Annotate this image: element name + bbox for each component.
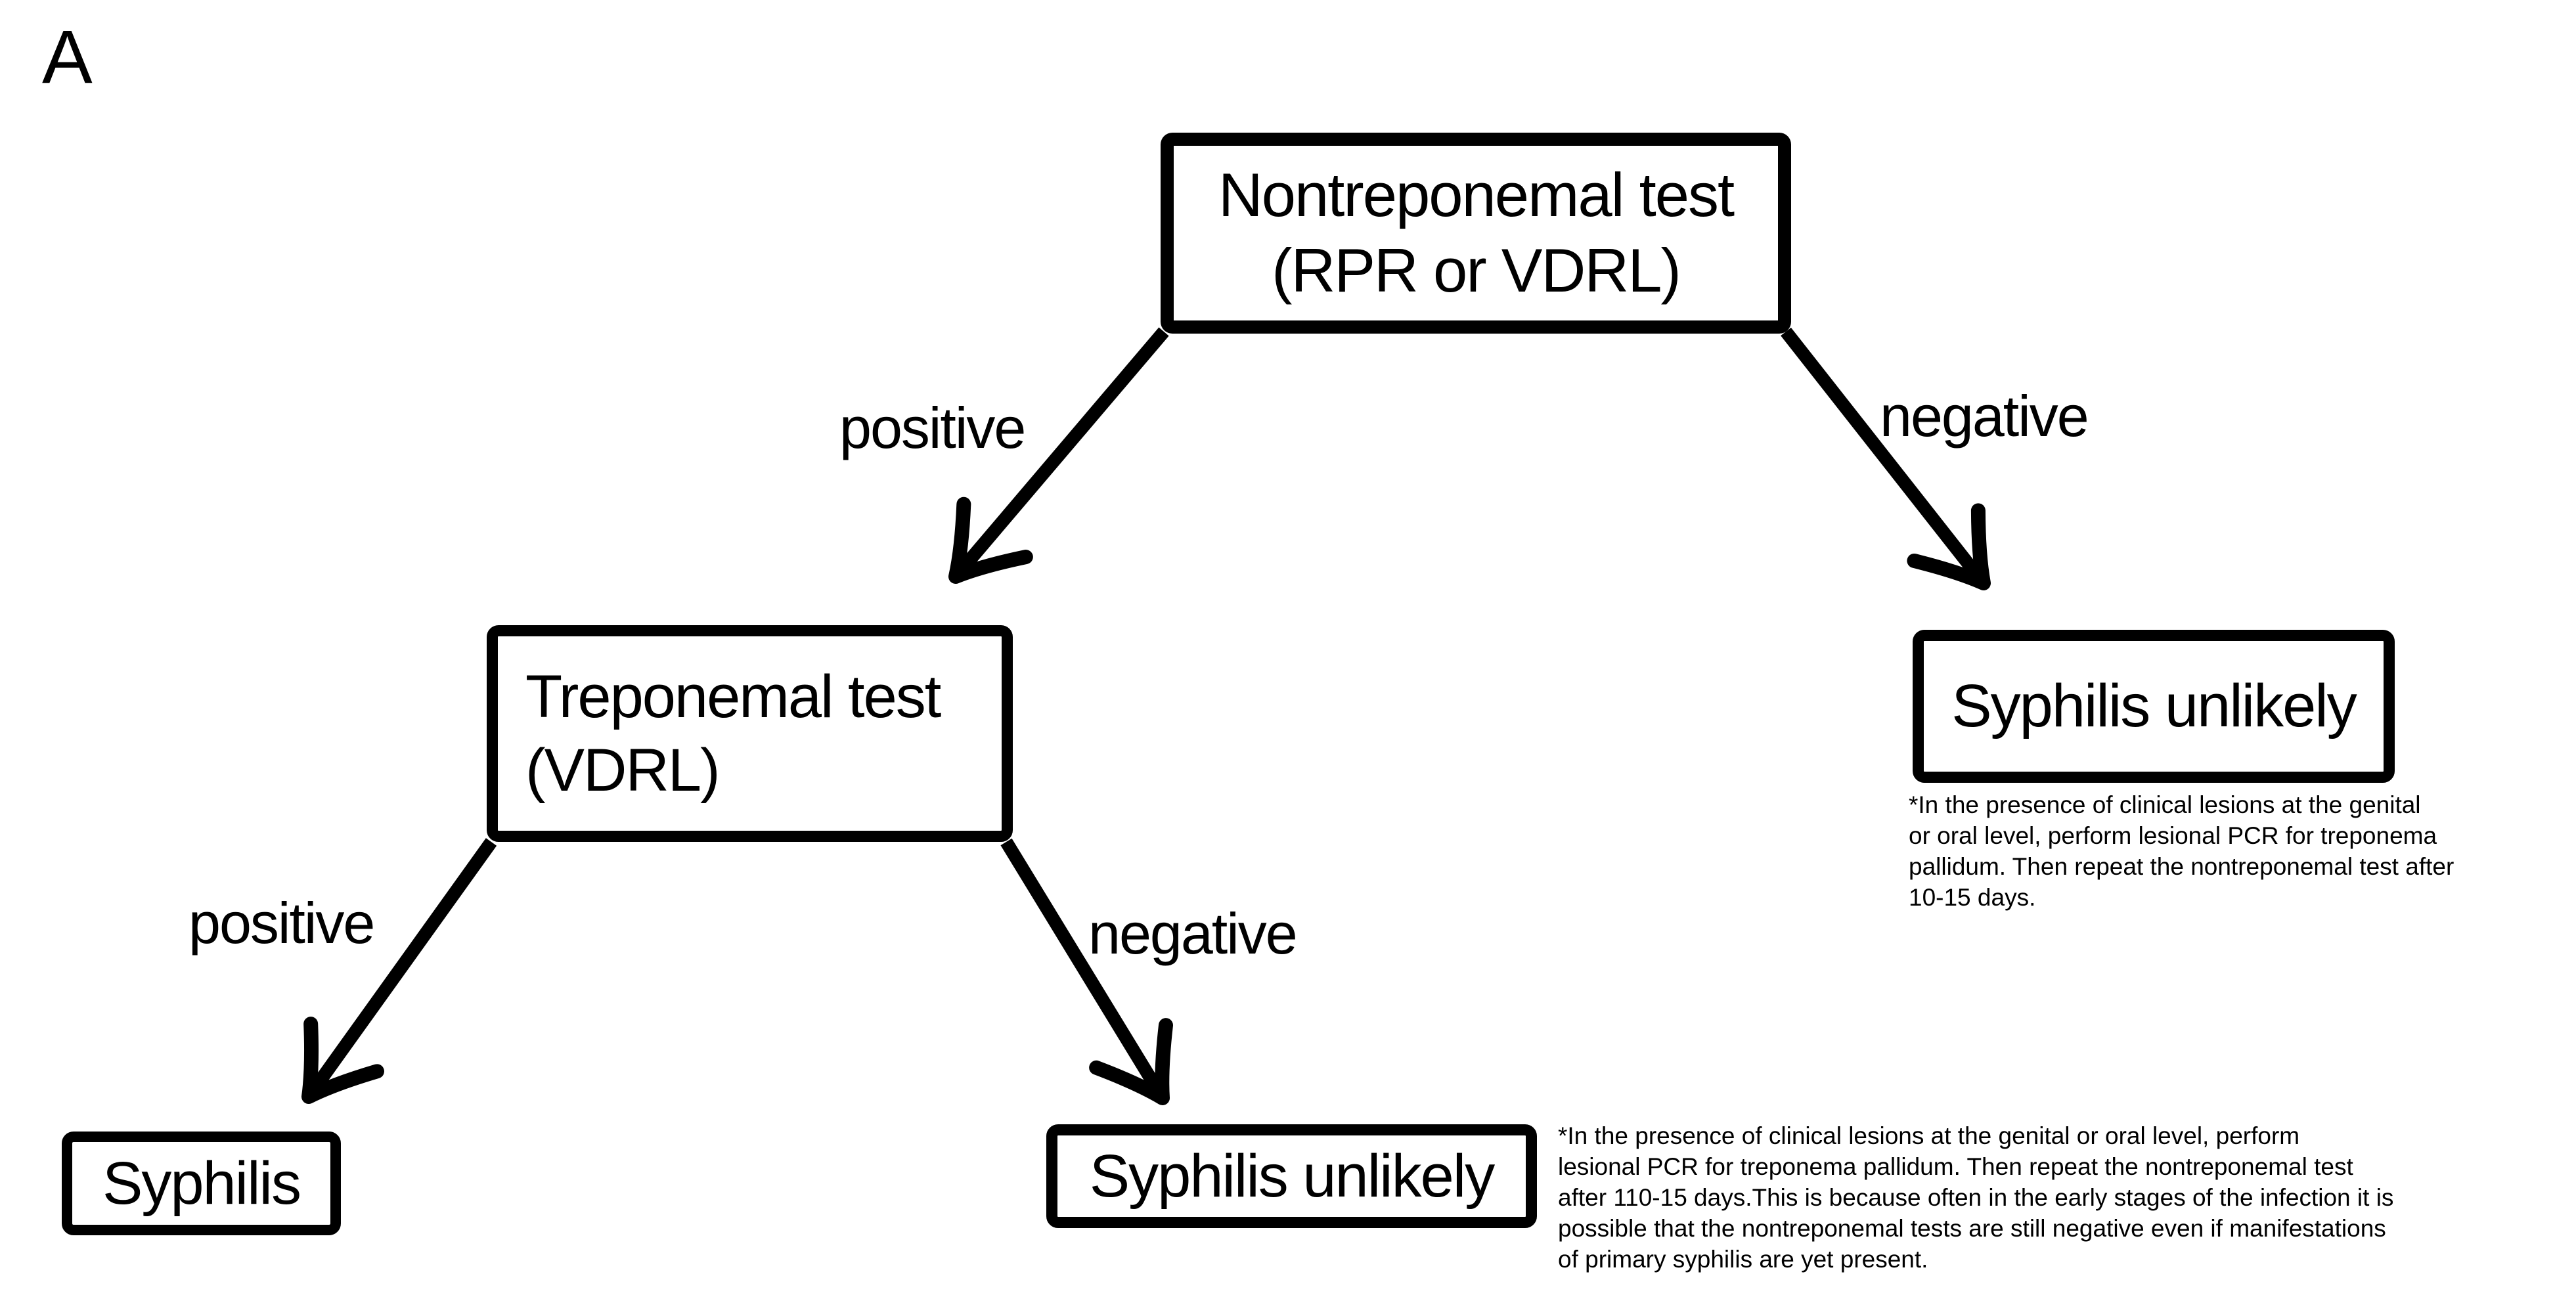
edge-label-nontreponemal-negative: negative [1880,384,2089,449]
node-nontreponemal-test-title: Nontreponemal test [1218,160,1735,230]
node-nontreponemal-test: Nontreponemal test (RPR or VDRL) [1161,133,1791,334]
edge-label-nontreponemal-positive: positive [839,395,1026,460]
node-syphilis-unlikely-bottom: Syphilis unlikely [1046,1124,1537,1228]
arrow-nontreponemal-positive [948,327,1169,584]
arrow-treponemal-negative [1000,838,1173,1105]
node-syphilis-unlikely-right-label: Syphilis unlikely [1951,672,2357,740]
edge-label-treponemal-negative: negative [1088,901,1298,966]
node-nontreponemal-test-subtitle: (RPR or VDRL) [1272,236,1681,305]
node-syphilis: Syphilis [62,1132,341,1235]
node-syphilis-unlikely-bottom-label: Syphilis unlikely [1089,1142,1495,1210]
arrow-treponemal-positive [301,838,497,1104]
node-syphilis-unlikely-right: Syphilis unlikely [1913,630,2395,783]
node-treponemal-test: Treponemal test (VDRL) [487,625,1013,842]
footnote-syphilis-unlikely-bottom: *In the presence of clinical lesions at … [1558,1122,2394,1273]
panel-label: A [42,15,93,99]
node-treponemal-test-subtitle: (VDRL) [525,737,721,804]
arrow-nontreponemal-negative [1781,327,1991,590]
edge-label-treponemal-positive: positive [189,890,375,956]
node-treponemal-test-title: Treponemal test [525,663,941,730]
node-syphilis-label: Syphilis [102,1149,301,1217]
footnote-syphilis-unlikely-right: *In the presence of clinical lesions at … [1909,791,2454,911]
